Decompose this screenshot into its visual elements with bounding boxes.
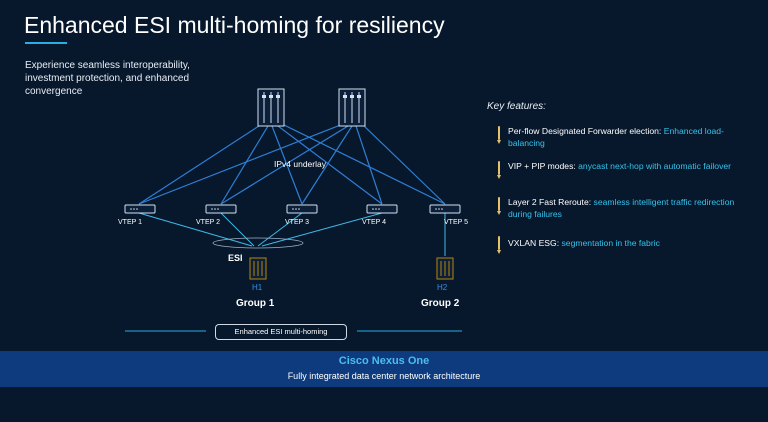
pin-icon: [497, 236, 501, 254]
esi-multihoming-box: Enhanced ESI multi-homing: [215, 324, 347, 340]
feature-highlight: Enhanced load-balancing: [508, 126, 724, 148]
title-underline: [25, 42, 67, 44]
network-diagram: IPv4 underlay VTEP 1 VTEP 2 VTEP 3 VTEP …: [118, 88, 468, 332]
access-links: [138, 212, 446, 256]
intro-text: Experience seamless interoperability, in…: [25, 60, 190, 97]
feature-highlight: anycast next-hop with automatic failover: [578, 161, 732, 171]
feature-label: Layer 2 Fast Reroute:: [508, 197, 594, 207]
feature-item-2: VIP + PIP modes: anycast next-hop with a…: [508, 160, 746, 172]
host-h1: [249, 257, 267, 280]
vtep-label-4: VTEP 4: [362, 219, 386, 226]
vtep-label-5: VTEP 5: [444, 219, 468, 226]
host-h2: [436, 257, 454, 280]
host-label-h1: H1: [252, 283, 263, 292]
pin-icon: [497, 197, 501, 215]
vtep-label-1: VTEP 1: [118, 219, 142, 226]
feature-label: Per-flow Designated Forwarder election:: [508, 126, 664, 136]
pin-icon: [497, 161, 501, 179]
feature-label: VXLAN ESG:: [508, 238, 562, 248]
spine-switch-2: [338, 88, 366, 127]
esi-ellipse: [212, 237, 304, 249]
banner-title: Cisco Nexus One: [338, 355, 430, 367]
vtep-label-2: VTEP 2: [196, 219, 220, 226]
feature-highlight: segmentation in the fabric: [561, 238, 660, 248]
leaf-switch-4: [366, 204, 398, 214]
leaf-switch-1: [124, 204, 156, 214]
spine-switch-1: [257, 88, 285, 127]
underlay-label: IPv4 underlay: [274, 159, 327, 169]
slide-title: Enhanced ESI multi-homing for resiliency: [24, 12, 445, 38]
leaf-switch-3: [286, 204, 318, 214]
leaf-switch-2: [205, 204, 237, 214]
host-label-h2: H2: [437, 283, 448, 292]
feature-label: VIP + PIP modes:: [508, 161, 579, 171]
feature-item-3: Layer 2 Fast Reroute: seamless intellige…: [508, 196, 746, 220]
group-label-2: Group 2: [421, 298, 460, 309]
pin-icon: [497, 126, 501, 144]
feature-item-4: VXLAN ESG: segmentation in the fabric: [508, 237, 746, 249]
group-label-1: Group 1: [236, 298, 275, 309]
esi-label: ESI: [228, 253, 243, 263]
feature-item-1: Per-flow Designated Forwarder election: …: [508, 125, 746, 149]
leaf-switch-5: [429, 204, 461, 214]
feature-highlight: seamless intelligent traffic redirection…: [508, 197, 735, 219]
key-features-title: Key features:: [487, 101, 546, 112]
bottom-banner: [0, 351, 768, 387]
underlay-links: [138, 123, 446, 205]
banner-subtitle: Fully integrated data center network arc…: [287, 371, 481, 381]
vtep-label-3: VTEP 3: [285, 219, 309, 226]
